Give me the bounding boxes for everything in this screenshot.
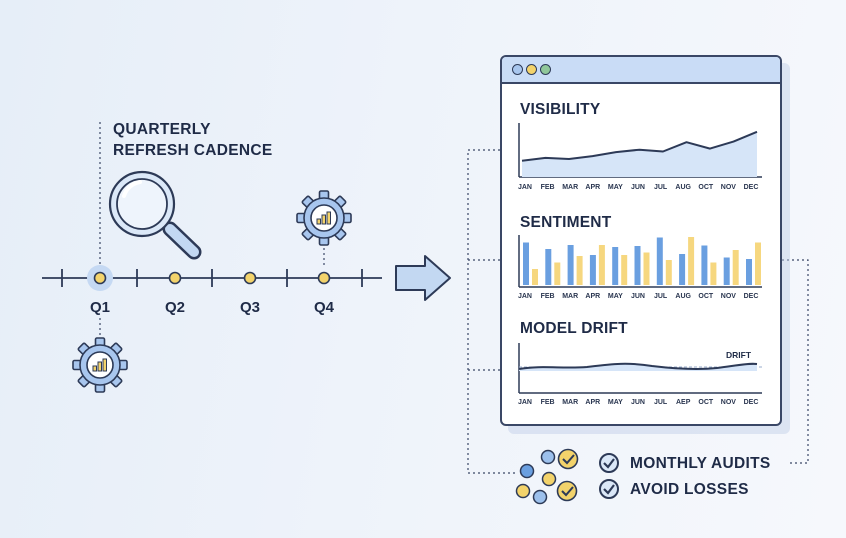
window-dot-blue-icon[interactable] (512, 64, 523, 75)
sentiment-bar-blue (723, 257, 730, 285)
sentiment-bar-yellow (621, 255, 628, 285)
cadence-line-2: REFRESH CADENCE (113, 142, 273, 159)
sentiment-bar-yellow (643, 252, 650, 285)
drift-month-label: NOV (720, 399, 736, 406)
visibility-title: VISIBILITY (520, 101, 601, 118)
arrow-right-icon (395, 255, 451, 301)
status-dots-cluster (515, 449, 557, 505)
drift-month-label: JAN (517, 399, 532, 406)
connector-lines-right (782, 259, 809, 464)
sentiment-bar-blue (634, 246, 641, 285)
cadence-line-1: QUARTERLY (113, 121, 211, 138)
sentiment-bar-blue (589, 255, 596, 285)
drift-month-label: JUN (630, 399, 645, 406)
sentiment-bar-blue (746, 259, 752, 285)
window-titlebar (502, 57, 780, 84)
visibility-month-label: NOV (720, 184, 736, 191)
quarter-label-q1: Q1 (89, 299, 110, 316)
visibility-month-label: MAY (607, 184, 623, 191)
q1-dot (93, 271, 107, 285)
drift-label: DRIFT (726, 350, 752, 360)
visibility-month-label: APR (585, 184, 601, 191)
sentiment-bar-yellow (710, 262, 717, 285)
check-item-monthly-audits: MONTHLY AUDITS (630, 455, 771, 472)
sentiment-chart (518, 235, 762, 288)
drift-line (518, 362, 758, 371)
visibility-month-label: FEB (540, 184, 555, 191)
model-drift-title: MODEL DRIFT (520, 320, 628, 337)
sentiment-title: SENTIMENT (520, 214, 612, 231)
sentiment-month-label: JUL (653, 293, 668, 300)
drift-month-label: JUL (653, 399, 668, 406)
sentiment-bar-yellow (665, 260, 672, 285)
drift-month-label: MAR (562, 399, 579, 406)
sentiment-bar-blue (523, 242, 529, 285)
visibility-month-label: JUN (630, 184, 645, 191)
drift-month-label: OCT (698, 399, 714, 406)
sentiment-month-label: FEB (540, 293, 555, 300)
sentiment-month-label: MAR (562, 293, 579, 300)
sentiment-bar-yellow (688, 237, 695, 285)
sentiment-month-label: JAN (517, 293, 532, 300)
gear-chart-icon-bottom (72, 337, 128, 393)
visibility-area (522, 131, 757, 177)
sentiment-month-label: DEC (743, 293, 759, 300)
sentiment-bar-yellow (576, 256, 583, 285)
connector-lines-left (467, 149, 518, 474)
sentiment-bar-blue (701, 245, 708, 285)
drift-month-label: APR (585, 399, 601, 406)
sentiment-bar-blue (567, 245, 574, 285)
drift-month-label: MAY (607, 399, 623, 406)
sentiment-bar-yellow (554, 262, 561, 285)
visibility-month-label: JAN (517, 184, 532, 191)
quarter-label-q2: Q2 (164, 299, 185, 316)
drift-month-label: FEB (540, 399, 555, 406)
sentiment-month-label: MAY (607, 293, 623, 300)
q4-dot (317, 271, 331, 285)
model-drift-chart (518, 343, 764, 394)
visibility-month-label: MAR (562, 184, 579, 191)
window-dot-green-icon[interactable] (540, 64, 551, 75)
quarter-label-q3: Q3 (239, 299, 260, 316)
magnifier-icon (108, 170, 202, 260)
sentiment-bar-blue (679, 254, 686, 285)
sentiment-month-label: APR (585, 293, 601, 300)
sentiment-bar-blue (545, 249, 552, 285)
visibility-month-label: AUG (675, 184, 691, 191)
sentiment-month-label: AUG (675, 293, 691, 300)
visibility-month-label: JUL (653, 184, 668, 191)
gear-chart-icon (296, 190, 352, 246)
check-badge-icon (556, 448, 579, 502)
drift-month-label: AEP (675, 399, 691, 406)
visibility-month-label: DEC (743, 184, 759, 191)
sentiment-bar-yellow (732, 250, 739, 285)
drift-month-label: DEC (743, 399, 759, 406)
sentiment-bar-yellow (755, 242, 761, 285)
visibility-line (521, 130, 758, 162)
sentiment-month-label: JUN (630, 293, 645, 300)
checkmark-icon (599, 453, 619, 499)
quarter-label-q4: Q4 (313, 299, 334, 316)
sentiment-bar-blue (656, 237, 663, 285)
dashboard-window: VISIBILITY SENTIMENT MODEL DRIFT DRIFT J… (500, 55, 782, 426)
visibility-chart (518, 123, 762, 178)
window-dot-yellow-icon[interactable] (526, 64, 537, 75)
check-item-avoid-losses: AVOID LOSSES (630, 481, 749, 498)
sentiment-month-label: OCT (698, 293, 714, 300)
visibility-month-label: OCT (698, 184, 714, 191)
q3-dot (243, 271, 257, 285)
q2-dot (168, 271, 182, 285)
cadence-label: QUARTERLY REFRESH CADENCE (113, 119, 273, 161)
timeline-ticks (61, 269, 363, 287)
sentiment-bar-yellow (532, 269, 538, 285)
sentiment-month-label: NOV (720, 293, 736, 300)
sentiment-bar-blue (612, 247, 619, 285)
sentiment-bar-yellow (598, 245, 605, 285)
